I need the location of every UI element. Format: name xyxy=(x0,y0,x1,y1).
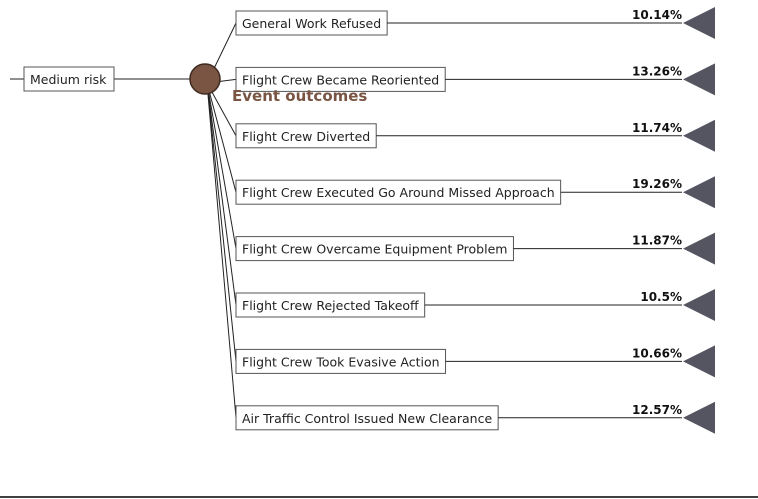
terminal-node-icon[interactable] xyxy=(683,401,715,434)
outcome-percent: 10.14% xyxy=(632,8,682,22)
branch-connector-line xyxy=(206,82,237,306)
outcome-label: Flight Crew Executed Go Around Missed Ap… xyxy=(242,185,555,200)
branch-connector-line xyxy=(206,82,237,193)
root-node[interactable]: Medium risk xyxy=(23,66,115,92)
terminal-node-icon[interactable] xyxy=(683,176,715,209)
outcome-percent: 13.26% xyxy=(632,64,682,78)
branch-connector-line xyxy=(206,82,237,362)
outcome-branch[interactable]: Flight Crew Rejected Takeoff xyxy=(235,292,426,318)
outcome-branch[interactable]: General Work Refused xyxy=(235,10,388,36)
outcome-label: Flight Crew Rejected Takeoff xyxy=(242,298,419,313)
outcome-branches: General Work Refused 10.14% Flight Crew Be… xyxy=(206,7,715,434)
terminal-node-icon[interactable] xyxy=(683,345,715,378)
outcome-branch[interactable]: Flight Crew Took Evasive Action xyxy=(235,348,447,374)
terminal-node-icon[interactable] xyxy=(683,119,715,152)
branch-connector-line xyxy=(206,82,237,418)
outcome-box xyxy=(235,292,426,318)
outcome-branch[interactable]: Flight Crew Overcame Equipment Problem xyxy=(235,236,514,262)
root-label: Medium risk xyxy=(30,72,107,87)
outcome-branch[interactable]: Flight Crew Became Reoriented xyxy=(235,66,446,92)
event-outcomes-title: Event outcomes xyxy=(232,87,367,105)
outcome-percent: 11.87% xyxy=(632,234,682,248)
outcome-branch[interactable]: Flight Crew Executed Go Around Missed Ap… xyxy=(235,179,562,205)
outcome-box xyxy=(235,179,562,205)
outcome-label: Flight Crew Diverted xyxy=(242,129,370,144)
root-box xyxy=(23,66,115,92)
outcome-box xyxy=(235,123,377,149)
outcome-percent: 10.66% xyxy=(632,346,682,360)
outcome-percent: 11.74% xyxy=(632,121,682,135)
outcome-label: Air Traffic Control Issued New Clearance xyxy=(242,411,492,426)
outcome-label: Flight Crew Became Reoriented xyxy=(242,72,439,87)
outcome-box xyxy=(235,405,499,431)
outcome-branch[interactable]: Air Traffic Control Issued New Clearance xyxy=(235,405,499,431)
chance-node-icon[interactable] xyxy=(189,63,221,95)
outcome-percent: 12.57% xyxy=(632,403,682,417)
outcome-label: Flight Crew Took Evasive Action xyxy=(242,354,440,369)
terminal-node-icon[interactable] xyxy=(683,7,715,39)
outcome-label: General Work Refused xyxy=(242,16,381,31)
terminal-node-icon[interactable] xyxy=(683,289,715,321)
outcome-label: Flight Crew Overcame Equipment Problem xyxy=(242,242,507,257)
outcome-box xyxy=(235,10,388,36)
outcome-branch[interactable]: Flight Crew Diverted xyxy=(235,123,377,149)
outcome-percent: 19.26% xyxy=(632,177,682,191)
branch-connector-line xyxy=(206,82,237,249)
outcome-percent: 10.5% xyxy=(640,290,682,304)
terminal-node-icon[interactable] xyxy=(683,63,715,96)
outcome-box xyxy=(235,66,446,92)
terminal-node-icon[interactable] xyxy=(683,232,715,265)
